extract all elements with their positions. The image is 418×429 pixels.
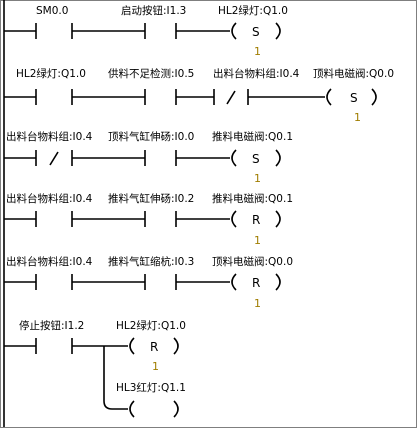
coil-label: HL2绿灯:Q1.0: [116, 319, 186, 332]
coil-type: S: [252, 152, 260, 166]
coil-count: 1: [254, 172, 261, 185]
coil-type: R: [252, 276, 260, 290]
rung-1: SM0.0 启动按钮:I1.3 HL2绿灯:Q1.0 S 1: [4, 4, 288, 58]
coil-count: 1: [152, 360, 159, 373]
normally-open-contact[interactable]: [144, 274, 177, 290]
normally-closed-contact[interactable]: [4, 150, 73, 166]
reset-coil[interactable]: R: [129, 337, 179, 355]
set-coil[interactable]: S: [326, 88, 377, 106]
rung-5: 出料台物料组:I0.4 推料气缸缩杭:I0.3 顶料电磁阀:Q0.0 R 1: [4, 255, 293, 310]
contact-label: 启动按钮:I1.3: [121, 4, 186, 17]
rung-3: 出料台物料组:I0.4 顶料气缸伸砀:I0.0 推料电磁阀:Q0.1 S 1: [4, 130, 293, 185]
contact-label: 推料气缸伸砀:I0.2: [108, 192, 194, 205]
contact-label: 出料台物料组:I0.4: [6, 192, 93, 205]
normally-open-contact[interactable]: [4, 211, 73, 227]
rung-6: 停止按钮:I1.2 HL2绿灯:Q1.0 R 1 HL3红灯:Q1.1: [4, 319, 186, 418]
reset-coil[interactable]: R: [231, 210, 281, 228]
contact-label: SM0.0: [36, 5, 68, 17]
coil-count: 1: [254, 297, 261, 310]
coil-count: 1: [354, 111, 361, 124]
rung-4: 出料台物料组:I0.4 推料气缸伸砀:I0.2 推料电磁阀:Q0.1 R 1: [4, 192, 293, 247]
coil-label: 顶料电磁阀:Q0.0: [212, 255, 293, 268]
contact-label: 出料台物料组:I0.4: [6, 255, 93, 268]
coil-type: S: [350, 91, 358, 105]
contact-label: HL2绿灯:Q1.0: [16, 67, 86, 80]
contact-label: 供料不足检测:I0.5: [108, 67, 194, 80]
set-coil[interactable]: S: [231, 149, 281, 167]
normally-closed-contact[interactable]: [213, 89, 249, 105]
coil-type: S: [252, 25, 260, 39]
output-coil[interactable]: [129, 400, 179, 418]
normally-open-contact[interactable]: [144, 89, 177, 105]
normally-open-contact[interactable]: [144, 211, 177, 227]
coil-count: 1: [254, 45, 261, 58]
normally-open-contact[interactable]: [144, 150, 177, 166]
coil-label: 推料电磁阀:Q0.1: [212, 192, 293, 205]
contact-label: 出料台物料组:I0.4: [6, 130, 93, 143]
rung-2: HL2绿灯:Q1.0 供料不足检测:I0.5 出料台物料组:I0.4 顶料电磁阀…: [4, 67, 394, 124]
parallel-branch: [103, 346, 128, 410]
contact-label: 推料气缸缩杭:I0.3: [108, 255, 194, 268]
contact-label: 出料台物料组:I0.4: [213, 67, 300, 80]
contact-label: 停止按钮:I1.2: [19, 319, 84, 332]
coil-label: 推料电磁阀:Q0.1: [212, 130, 293, 143]
normally-open-contact[interactable]: [4, 89, 73, 105]
coil-type: R: [150, 340, 158, 354]
normally-open-contact[interactable]: [4, 274, 73, 290]
coil-count: 1: [254, 234, 261, 247]
normally-open-contact[interactable]: [4, 23, 73, 39]
coil-type: R: [252, 213, 260, 227]
normally-open-contact[interactable]: [144, 23, 177, 39]
contact-label: 顶料气缸伸砀:I0.0: [108, 130, 194, 143]
reset-coil[interactable]: R: [231, 273, 281, 291]
coil-label: HL2绿灯:Q1.0: [218, 4, 288, 17]
coil-label: HL3红灯:Q1.1: [116, 381, 186, 394]
normally-open-contact[interactable]: [4, 338, 73, 354]
coil-label: 顶料电磁阀:Q0.0: [313, 67, 394, 80]
set-coil[interactable]: S: [231, 22, 281, 40]
